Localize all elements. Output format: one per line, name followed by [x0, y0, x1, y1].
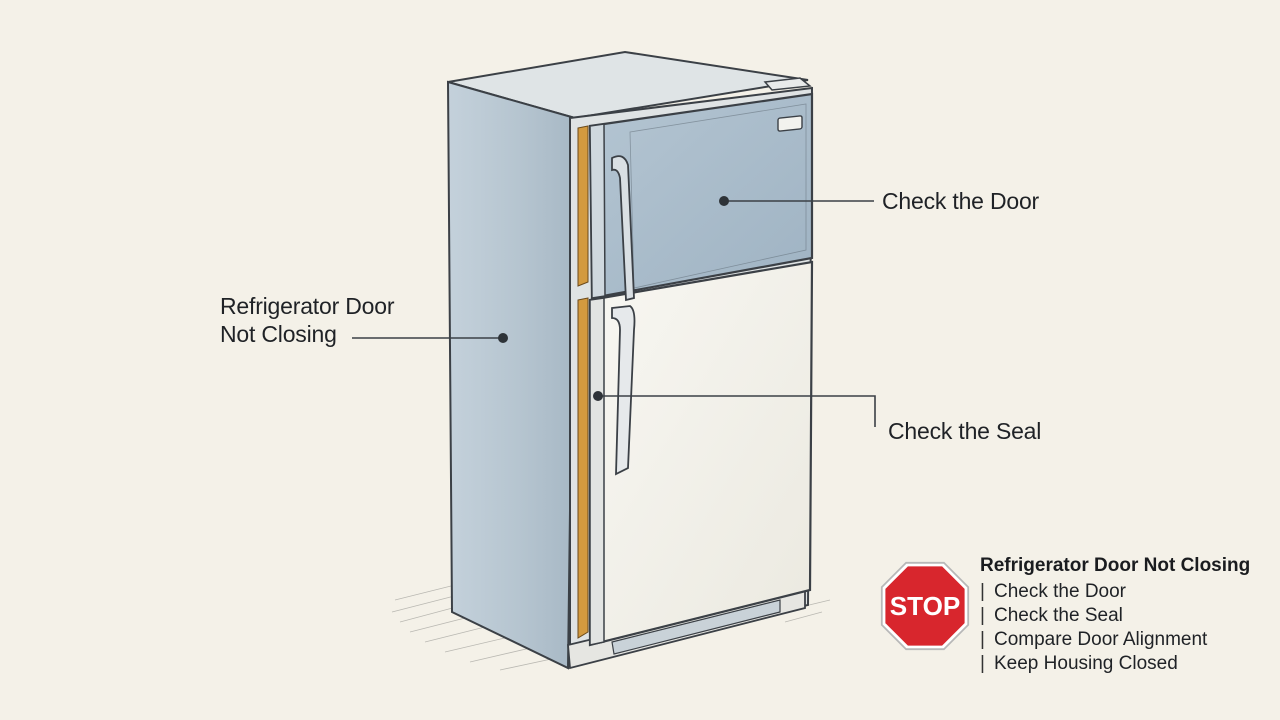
cabinet-side-panel	[446, 80, 577, 670]
freezer-gasket	[577, 125, 589, 287]
callout-lines	[352, 200, 876, 427]
label-refrigerator-door-not-closing: Refrigerator Door Not Closing	[220, 292, 394, 348]
label-main-line-1: Refrigerator Door	[220, 293, 395, 319]
vent-grille	[611, 599, 781, 655]
legend-item-text: Compare Door Alignment	[994, 629, 1208, 650]
callout-dot-door	[719, 196, 729, 206]
legend-item-text: Check the Seal	[994, 605, 1123, 626]
label-check-the-door: Check the Door	[882, 188, 1039, 214]
callout-dots	[498, 196, 729, 401]
callout-line-seal	[598, 395, 876, 427]
legend-item: | Check the Door	[980, 580, 1207, 604]
fridge-door-edge	[589, 297, 605, 646]
legend-title: Refrigerator Door Not Closing	[980, 555, 1251, 576]
freezer-door-panel	[629, 103, 807, 289]
freezer-handle	[611, 155, 635, 302]
top-hinge	[763, 77, 812, 91]
legend-item-text: Keep Housing Closed	[994, 653, 1178, 674]
callout-dot-seal	[593, 391, 603, 401]
legend-list: | Check the Door | Check the Seal | Compare…	[980, 580, 1207, 676]
bullet-bar-icon: |	[980, 629, 985, 650]
legend-item: | Compare Door Alignment	[980, 628, 1207, 652]
bullet-bar-icon: |	[980, 581, 985, 602]
bullet-bar-icon: |	[980, 653, 985, 674]
stop-sign-text: STOP	[890, 591, 961, 621]
freezer-badge	[777, 115, 803, 132]
label-main-line-2: Not Closing	[220, 321, 337, 347]
legend-item: | Check the Seal	[980, 604, 1207, 628]
legend-item: | Keep Housing Closed	[980, 652, 1207, 676]
legend-box: STOP Refrigerator Door Not Closing | Chec…	[880, 553, 1270, 683]
fridge-handle	[611, 305, 636, 476]
bullet-bar-icon: |	[980, 605, 985, 626]
legend-item-text: Check the Door	[994, 581, 1127, 602]
freezer-door-edge	[589, 123, 606, 299]
label-check-the-seal: Check the Seal	[888, 418, 1042, 444]
stop-sign-icon: STOP	[880, 561, 970, 651]
fridge-gasket	[577, 297, 589, 639]
callout-dot-main	[498, 333, 508, 343]
